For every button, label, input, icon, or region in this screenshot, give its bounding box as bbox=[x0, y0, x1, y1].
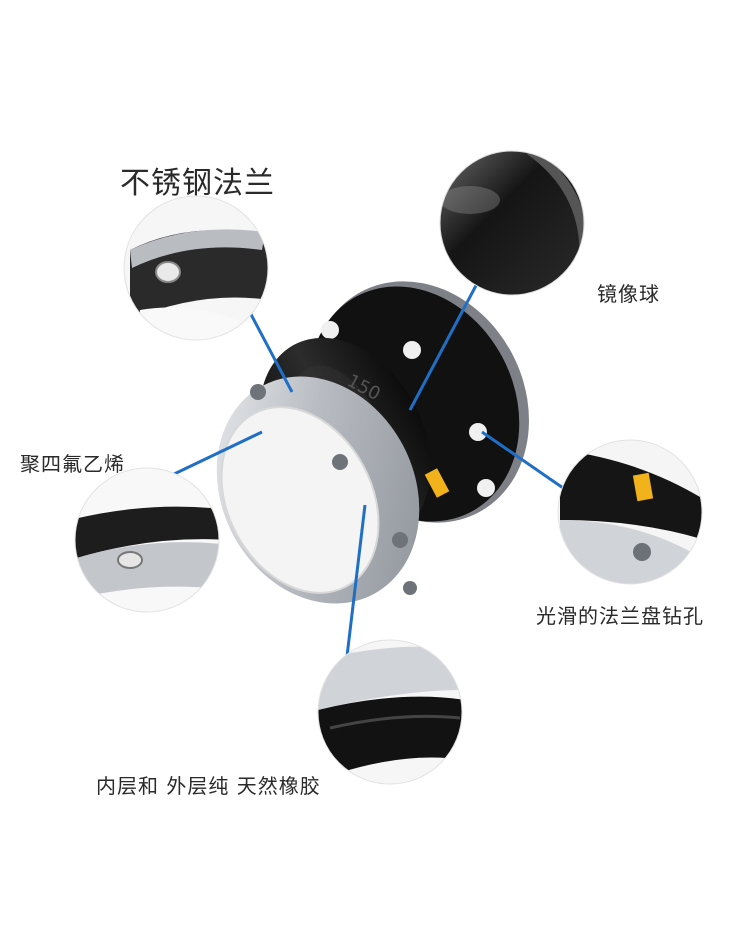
zoom-mirror-ball bbox=[439, 150, 585, 296]
callout-line-ptfe bbox=[169, 430, 263, 478]
zoom-ptfe bbox=[74, 467, 220, 613]
label-smooth-flange-drilling: 光滑的法兰盘钻孔 bbox=[536, 604, 704, 628]
label-mirror-ball: 镜像球 bbox=[597, 282, 660, 306]
zoom-rubber-layers bbox=[317, 639, 463, 785]
front-flange bbox=[216, 376, 420, 604]
callout-line-mirror bbox=[408, 277, 482, 411]
expansion-joint: 150 bbox=[216, 281, 529, 604]
label-stainless-flange: 不锈钢法兰 bbox=[120, 166, 275, 201]
warning-tag bbox=[424, 468, 450, 498]
bolt-hole-icon bbox=[633, 543, 651, 561]
label-ptfe: 聚四氟乙烯 bbox=[20, 452, 125, 476]
zoom-flange-drilling bbox=[557, 439, 703, 585]
label-rubber-layers: 内层和 外层纯 天然橡胶 bbox=[96, 774, 321, 798]
